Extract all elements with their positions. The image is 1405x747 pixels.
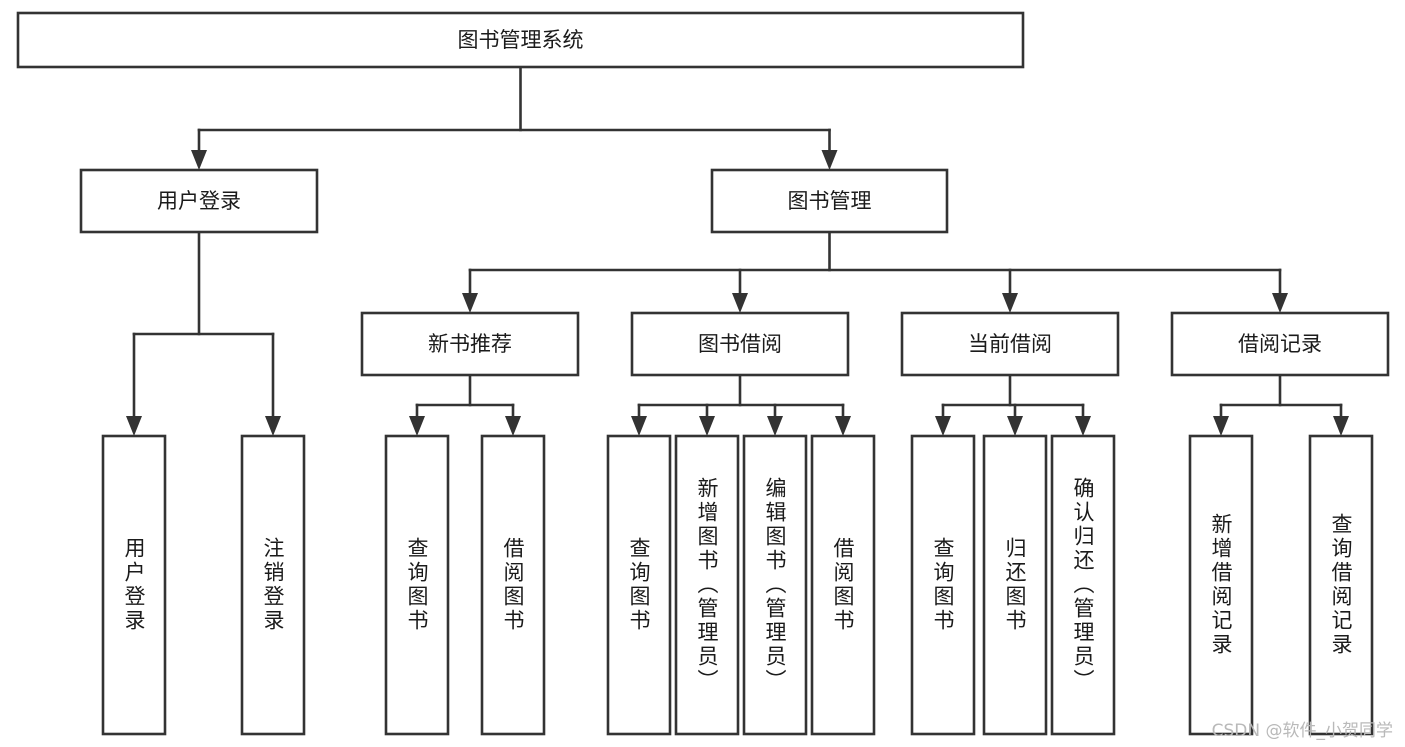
arrow-head-icon xyxy=(1272,293,1288,313)
node-label-book-manage: 图书管理 xyxy=(788,189,872,213)
node-box-root[interactable] xyxy=(16,11,1025,69)
arrow-head-icon xyxy=(409,416,425,436)
node-box-leaf-confirm-return[interactable] xyxy=(1050,434,1116,736)
node-box-leaf-edit-book[interactable] xyxy=(742,434,808,736)
arrow-head-icon xyxy=(505,416,521,436)
arrow-head-icon xyxy=(732,293,748,313)
node-box-leaf-query-record[interactable] xyxy=(1308,434,1374,736)
node-box-leaf-add-book[interactable] xyxy=(674,434,740,736)
node-box-leaf-query-book-3[interactable] xyxy=(910,434,976,736)
arrow-head-icon xyxy=(1075,416,1091,436)
node-box-leaf-borrow-book-1[interactable] xyxy=(480,434,546,736)
arrow-head-icon xyxy=(1007,416,1023,436)
arrow-head-icon xyxy=(1002,293,1018,313)
arrow-head-icon xyxy=(699,416,715,436)
node-box-leaf-add-record[interactable] xyxy=(1188,434,1254,736)
node-label-borrow-record: 借阅记录 xyxy=(1238,332,1322,356)
node-label-new-book-recommend: 新书推荐 xyxy=(428,332,512,356)
node-box-book-manage[interactable] xyxy=(710,168,949,234)
node-box-leaf-user-login[interactable] xyxy=(101,434,167,736)
arrow-head-icon xyxy=(265,416,281,436)
arrow-head-icon xyxy=(835,416,851,436)
arrow-head-icon xyxy=(821,150,838,170)
node-box-new-book-recommend[interactable] xyxy=(360,311,580,377)
box-layer xyxy=(16,11,1390,736)
arrow-head-icon xyxy=(631,416,647,436)
node-box-borrow-record[interactable] xyxy=(1170,311,1390,377)
arrow-head-icon xyxy=(462,293,478,313)
arrow-head-icon xyxy=(126,416,142,436)
node-box-leaf-borrow-book-2[interactable] xyxy=(810,434,876,736)
node-box-leaf-return-book[interactable] xyxy=(982,434,1048,736)
arrow-head-icon xyxy=(1213,416,1229,436)
node-box-leaf-query-book-2[interactable] xyxy=(606,434,672,736)
connector-layer xyxy=(126,65,1349,436)
arrow-head-icon xyxy=(191,150,207,170)
arrow-head-icon xyxy=(767,416,783,436)
arrow-head-icon xyxy=(1333,416,1349,436)
node-box-user-login[interactable] xyxy=(79,168,319,234)
node-box-current-borrow[interactable] xyxy=(900,311,1120,377)
node-label-book-borrow: 图书借阅 xyxy=(698,332,782,356)
node-label-user-login: 用户登录 xyxy=(157,189,241,213)
node-label-current-borrow: 当前借阅 xyxy=(968,332,1052,356)
node-box-leaf-logout[interactable] xyxy=(240,434,306,736)
node-label-root: 图书管理系统 xyxy=(458,28,584,52)
csdn-watermark: CSDN @软件_小贺同学 xyxy=(1211,721,1393,741)
arrow-head-icon xyxy=(935,416,951,436)
node-box-book-borrow[interactable] xyxy=(630,311,850,377)
node-box-leaf-query-book-1[interactable] xyxy=(384,434,450,736)
